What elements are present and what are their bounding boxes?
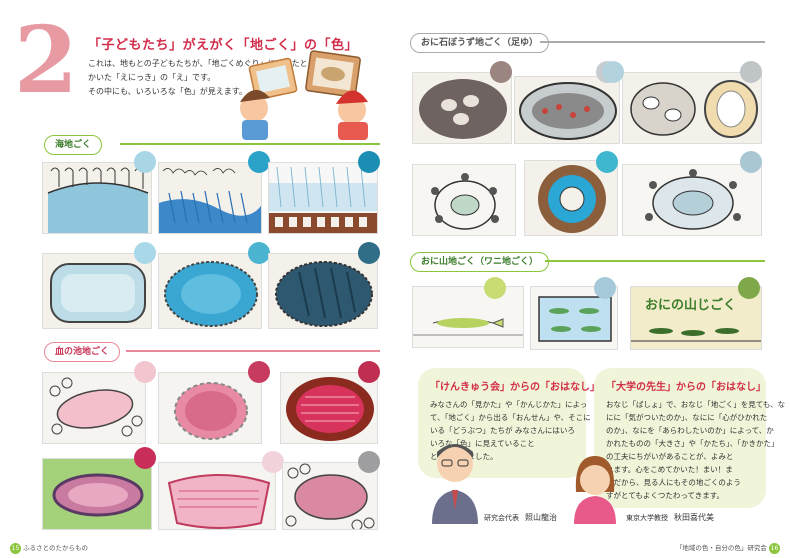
researcher-role: 研究会代表 — [484, 514, 519, 522]
bubble-line: て、「地ごく」から出る「おんせん」や、そこに — [430, 413, 591, 422]
oniyama-drawing-3: おにの山じごく — [630, 286, 762, 350]
intro-line: その中にも、いろいろな「色」が見えます。 — [88, 87, 247, 96]
color-swatch — [248, 242, 270, 264]
color-swatch — [740, 61, 762, 83]
color-swatch — [484, 277, 506, 299]
color-swatch — [594, 277, 616, 299]
oniyama-hell-label: おに山地ごく（ワニ地ごく） — [410, 252, 550, 272]
color-swatch — [738, 277, 760, 299]
color-swatch — [134, 361, 156, 383]
divider — [126, 350, 380, 352]
intro-line: かいた「えにっき」の「え」です。 — [88, 73, 216, 82]
oniishi-drawing-3 — [622, 72, 762, 144]
page-title: 「子どもたち」がえがく「地ごく」の「色」 — [88, 38, 359, 53]
color-swatch — [248, 361, 270, 383]
oniishi-drawing-4 — [412, 164, 516, 236]
right-footer: 「地域の色・自分の色」研究会 16 — [676, 542, 780, 554]
divider — [545, 260, 765, 262]
intro-line: これは、地もとの子どもたちが、「地ごくめぐり」にいったときに、 — [88, 59, 332, 68]
oniishi-drawing-5 — [524, 160, 618, 236]
professor-avatar — [574, 456, 616, 524]
blood-drawing-6 — [282, 462, 378, 530]
color-swatch — [740, 151, 762, 173]
oniishi-drawing-2 — [514, 76, 620, 144]
sea-drawing-4 — [42, 253, 152, 329]
color-swatch — [490, 61, 512, 83]
color-swatch — [248, 151, 270, 173]
professor-role: 東京大学教授 — [626, 514, 668, 522]
bubble-title: 「けんきゅう会」からの「おはなし」 — [430, 382, 600, 393]
sea-drawing-3 — [268, 162, 378, 234]
bubble-line: れます。心をこめてかいた！まい！ま — [606, 465, 733, 474]
color-swatch — [358, 451, 380, 473]
oniishi-drawing-1 — [412, 72, 512, 144]
bubble-line: のか」、なにを「あらわしたいのか」によって、か — [606, 426, 774, 435]
blood-drawing-2 — [158, 372, 262, 444]
right-page-number: 16 — [769, 543, 780, 554]
bubble-line: おなじ「ばしょ」で、おなじ「地ごく」を見ても、な — [606, 400, 786, 409]
left-page-number: 15 — [10, 543, 21, 554]
sea-drawing-2 — [158, 162, 262, 234]
intro-text: これは、地もとの子どもたちが、「地ごくめぐり」にいったときに、 かいた「えにっき… — [88, 57, 332, 99]
oniishi-drawing-6 — [622, 164, 762, 236]
color-swatch — [358, 361, 380, 383]
researcher-avatar — [432, 444, 478, 524]
professor-caption: 東京大学教授秋田喜代美 — [626, 512, 714, 523]
left-footer-text: ふるさとのたからもの — [23, 544, 89, 552]
bubble-line: いろな「色」に見えていること — [430, 439, 535, 448]
section-number: 2 — [14, 6, 79, 114]
oniyama-drawing-1 — [412, 286, 524, 348]
sea-drawing-6 — [268, 253, 378, 329]
color-swatch — [134, 447, 156, 469]
left-footer: 15 ふるさとのたからもの — [10, 542, 88, 554]
divider — [540, 41, 765, 43]
researcher-name: 照山龍治 — [525, 513, 557, 522]
oniyama-drawing-text: おにの山じごく — [645, 297, 736, 313]
bubble-line: かれたものの「大きさ」や「かたち」、「かきかた」 — [606, 439, 779, 448]
oniyama-drawing-2 — [530, 286, 618, 350]
bubble-line: いだから、見る人にもその地ごくのよう — [606, 478, 741, 487]
color-swatch — [358, 151, 380, 173]
bubble-title: 「大学の先生」からの「おはなし」 — [606, 382, 766, 393]
bubble-line: すがとてもよくつたわってきます。 — [606, 491, 725, 500]
researcher-caption: 研究会代表照山龍治 — [484, 512, 557, 523]
blood-drawing-4 — [42, 458, 152, 530]
blood-drawing-3 — [280, 372, 378, 444]
divider — [120, 143, 380, 145]
sea-hell-label: 海地ごく — [44, 135, 103, 155]
color-swatch — [262, 451, 284, 473]
right-footer-text: 「地域の色・自分の色」研究会 — [675, 544, 767, 552]
oniishi-hell-label: おに石ぼうず地ごく（足ゆ） — [410, 33, 550, 53]
sea-drawing-1 — [42, 162, 152, 234]
color-swatch — [358, 242, 380, 264]
color-swatch — [134, 151, 156, 173]
color-swatch — [596, 151, 618, 173]
blood-pond-label: 血の池地ごく — [44, 342, 121, 362]
blood-drawing-1 — [42, 372, 146, 444]
bubble-line: みなさんの「見かた」や「かんじかた」によっ — [430, 400, 588, 409]
professor-name: 秋田喜代美 — [674, 513, 714, 522]
blood-drawing-5 — [158, 462, 276, 530]
sea-drawing-5 — [158, 253, 262, 329]
color-swatch — [602, 61, 624, 83]
bubble-line: の工夫にちがいがあることが、よみと — [606, 452, 734, 461]
bubble-line: にに「気がついたのか」、なにに「心がひかれた — [606, 413, 768, 422]
bubble-text: おなじ「ばしょ」で、おなじ「地ごく」を見ても、な にに「気がついたのか」、なにに… — [606, 398, 786, 502]
color-swatch — [134, 242, 156, 264]
bubble-line: いる「どうぶつ」たちが みなさんにはいろ — [430, 426, 575, 435]
professor-bubble: 「大学の先生」からの「おはなし」 おなじ「ばしょ」で、おなじ「地ごく」を見ても、… — [594, 368, 786, 508]
kids-illustration — [240, 50, 368, 140]
